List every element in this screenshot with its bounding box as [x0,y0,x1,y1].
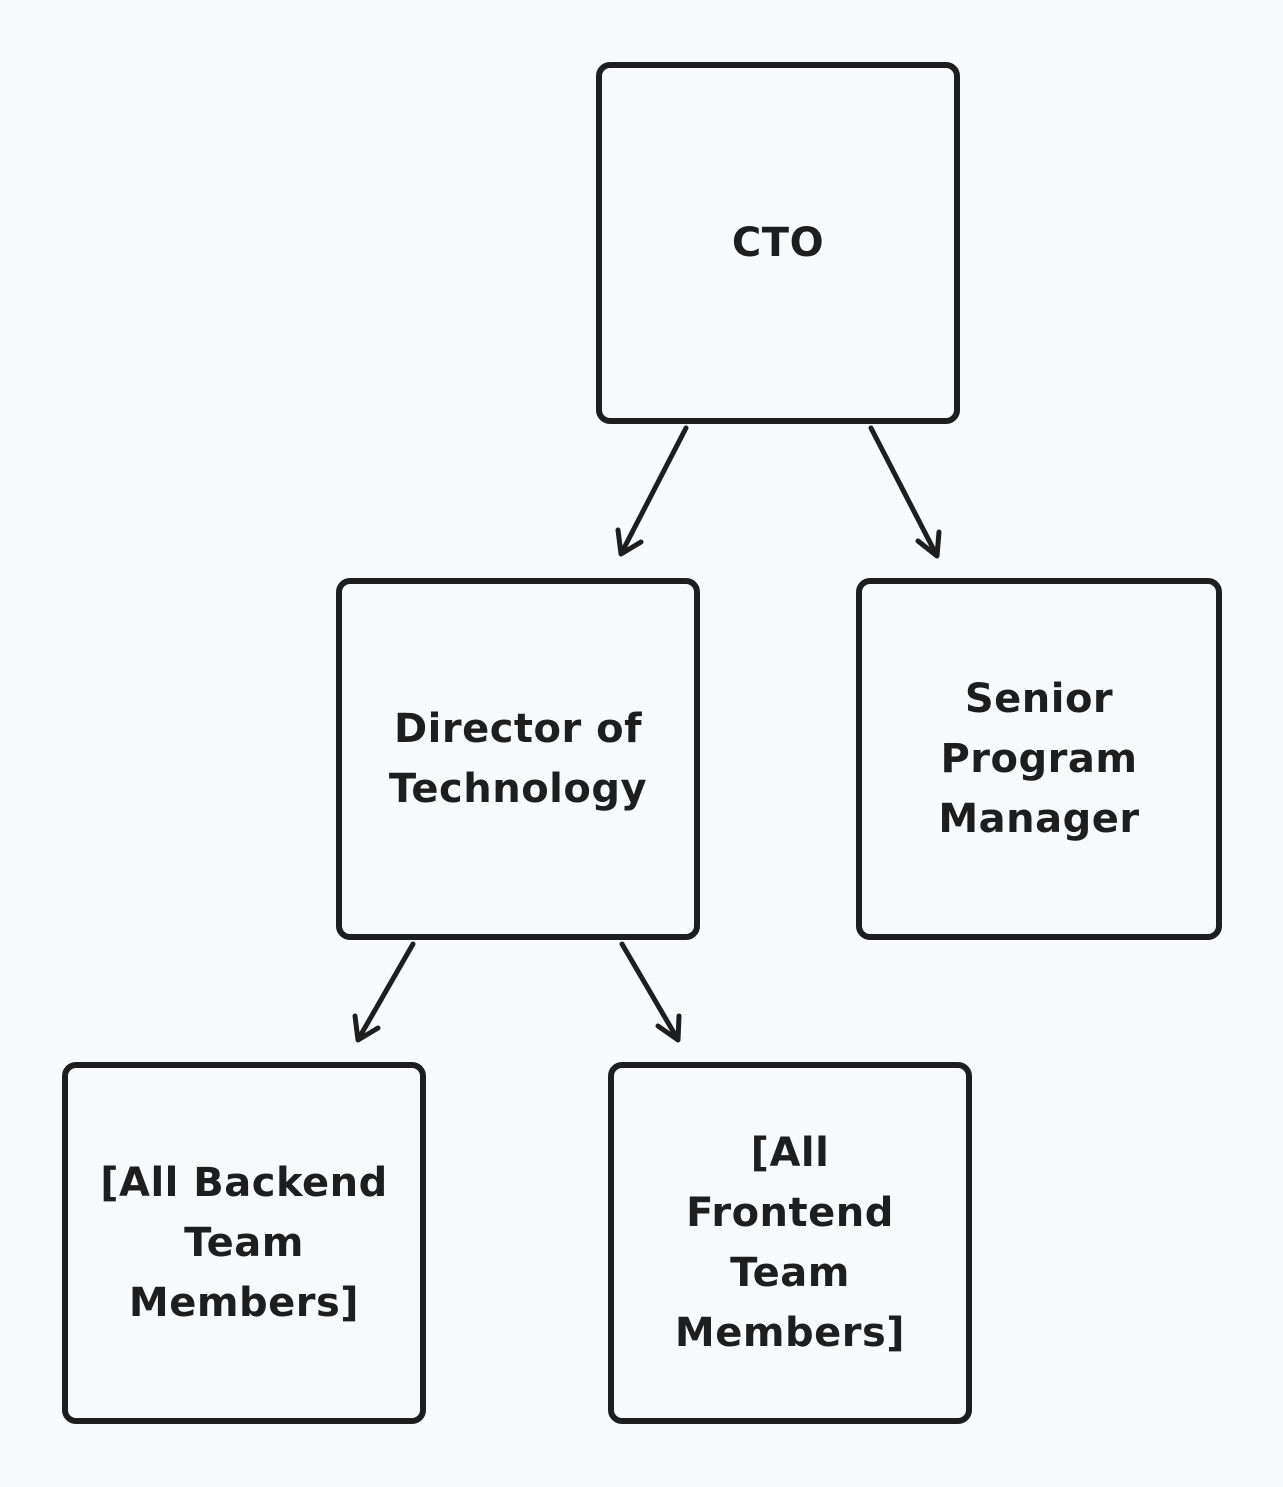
node-cto: CTO [596,62,960,424]
edge-cto-to-director [615,425,689,557]
node-label-director-of-technology: Director of Technology [388,706,648,812]
arrowhead-icon [915,529,942,559]
arrowhead-icon [615,527,644,557]
node-frontend-team-members: [All Frontend Team Members] [608,1062,972,1424]
node-backend-team-members: [All Backend Team Members] [62,1062,426,1424]
arrowhead-icon [655,1013,682,1043]
arrowhead-icon [352,1013,381,1043]
edge-line [356,941,416,1041]
edge-director-to-backend [352,941,416,1043]
node-label-cto: CTO [731,220,825,266]
node-label-backend-team-members: [All Backend Team Members] [100,1160,388,1326]
node-label-frontend-team-members: [All Frontend Team Members] [674,1130,906,1356]
edge-line [619,425,689,555]
edge-cto-to-senior-pm [868,425,942,559]
edge-line [868,425,939,557]
edge-director-to-frontend [619,941,682,1043]
node-senior-program-manager: Senior Program Manager [856,578,1222,940]
node-label-senior-program-manager: Senior Program Manager [938,676,1140,842]
node-director-of-technology: Director of Technology [336,578,700,940]
edge-line [619,941,680,1041]
